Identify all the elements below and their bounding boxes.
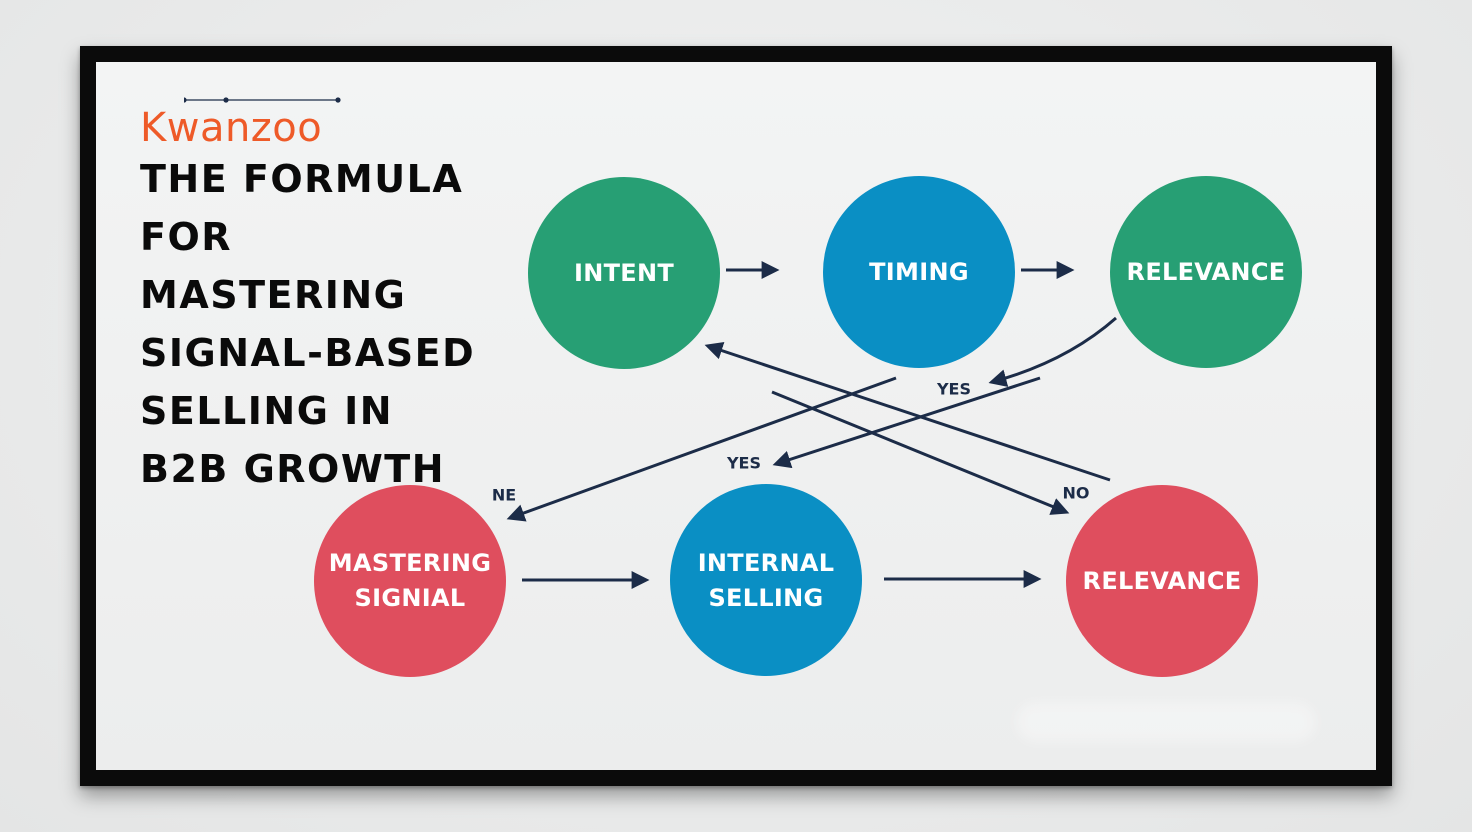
node-relevance-top-circle xyxy=(1110,176,1302,368)
node-mastering-signal-label-1: MASTERING xyxy=(329,549,491,577)
edge-label-yes-lower: YES xyxy=(726,454,761,473)
arrow-relevance-to-yes xyxy=(988,316,1117,387)
board-smudge xyxy=(1016,702,1316,742)
node-internal-selling-circle xyxy=(670,484,862,676)
whiteboard: Kwanzoo THE FORMULA FOR MASTERING SIGNAL… xyxy=(96,62,1376,770)
node-timing-circle xyxy=(823,176,1015,368)
node-internal-selling: INTERNAL SELLING xyxy=(670,484,862,676)
arrow-cross-to-mastering xyxy=(506,376,897,522)
node-timing-label: TIMING xyxy=(869,258,969,286)
node-intent-label: INTENT xyxy=(574,259,674,287)
node-relevance-bottom: RELEVANCE xyxy=(1066,485,1258,677)
node-relevance-top: RELEVANCE xyxy=(1110,176,1302,368)
node-internal-selling-label-2: SELLING xyxy=(708,584,823,612)
edges xyxy=(506,261,1117,589)
arrow-relevance-bottom-to-intent xyxy=(704,342,1111,482)
edge-label-no: NO xyxy=(1063,484,1090,503)
node-internal-selling-label-1: INTERNAL xyxy=(698,549,835,577)
edge-label-ne: NE xyxy=(492,486,516,505)
logo-dots-icon xyxy=(184,97,341,103)
arrow-cross-to-relevance-bottom xyxy=(771,390,1070,515)
node-timing: TIMING xyxy=(823,176,1015,368)
node-relevance-bottom-label: RELEVANCE xyxy=(1083,567,1242,595)
flow-diagram: INTENT TIMING RELEVANCE MASTERING SIGNIA… xyxy=(314,176,1302,677)
node-mastering-signal: MASTERING SIGNIAL xyxy=(314,485,506,677)
node-intent-circle xyxy=(528,177,720,369)
node-intent: INTENT xyxy=(528,177,720,369)
node-relevance-bottom-circle xyxy=(1066,485,1258,677)
picture-frame: Kwanzoo THE FORMULA FOR MASTERING SIGNAL… xyxy=(80,46,1392,786)
logo-wordmark: Kwanzoo xyxy=(140,105,323,151)
node-mastering-signal-circle xyxy=(314,485,506,677)
node-relevance-top-label: RELEVANCE xyxy=(1127,258,1286,286)
arrow-yes-to-internal xyxy=(772,376,1041,469)
node-mastering-signal-label-2: SIGNIAL xyxy=(355,584,466,612)
edge-label-yes-upper: YES xyxy=(936,380,971,399)
page-title: THE FORMULA FOR MASTERING SIGNAL-BASED S… xyxy=(140,157,476,491)
kwanzoo-logo: Kwanzoo xyxy=(124,92,364,152)
